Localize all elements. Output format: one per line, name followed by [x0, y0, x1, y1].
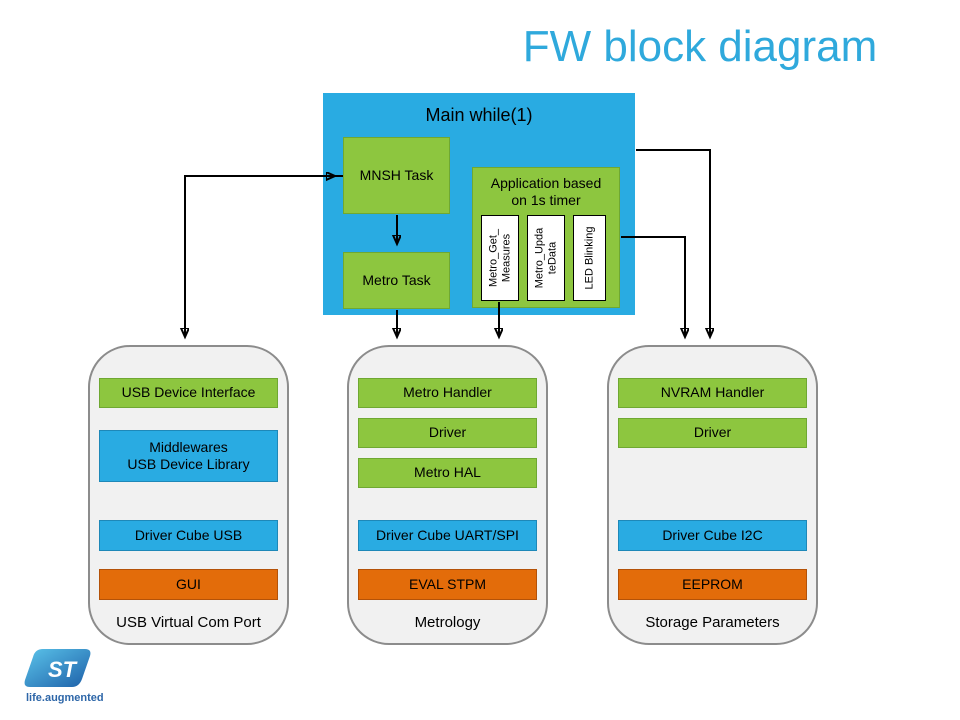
block-led-blinking: LED Blinking — [573, 215, 606, 301]
block-driver: Driver — [618, 418, 807, 448]
block-metro-task: Metro Task — [343, 252, 450, 309]
block-driver-cube-uart-spi: Driver Cube UART/SPI — [358, 520, 537, 551]
block-metro-hal: Metro HAL — [358, 458, 537, 488]
block-driver-cube-i2c: Driver Cube I2C — [618, 520, 807, 551]
arrow-mnsh-to-usb — [185, 175, 343, 336]
st-logo-text: ST — [48, 657, 78, 682]
block-eeprom: EEPROM — [618, 569, 807, 600]
page-title: FW block diagram — [522, 22, 878, 71]
app-timer-label: Application based on 1s timer — [490, 175, 602, 208]
arrow-mainbox-to-storage — [636, 149, 710, 336]
block-driver-cube-usb: Driver Cube USB — [99, 520, 278, 551]
block-nvram-handler: NVRAM Handler — [618, 378, 807, 408]
app-timer-box: Application based on 1s timer Metro_Get_… — [472, 167, 620, 308]
block-usb-device-interface: USB Device Interface — [99, 378, 278, 408]
main-while-label: Main while(1) — [425, 105, 533, 125]
container-storage-parameters: NVRAM Handler Driver Driver Cube I2C EEP… — [607, 345, 818, 645]
block-driver: Driver — [358, 418, 537, 448]
block-metro-handler: Metro Handler — [358, 378, 537, 408]
block-mnsh-task: MNSH Task — [343, 137, 450, 214]
vertical-label: Metro_Get_ Measures — [487, 228, 512, 288]
vertical-label: Metro_Upda teData — [533, 227, 558, 289]
vertical-label: LED Blinking — [583, 226, 596, 290]
container-label: Storage Parameters — [645, 614, 780, 631]
block-middlewares-usb-device-library: Middlewares USB Device Library — [99, 430, 278, 482]
st-logo: ST — [24, 649, 91, 687]
container-metrology: Metro Handler Driver Metro HAL Driver Cu… — [347, 345, 548, 645]
container-label: USB Virtual Com Port — [116, 614, 261, 631]
block-eval-stpm: EVAL STPM — [358, 569, 537, 600]
container-label: Metrology — [414, 614, 481, 631]
block-metro-get-measures: Metro_Get_ Measures — [481, 215, 519, 301]
container-usb-virtual-com-port: USB Device Interface Middlewares USB Dev… — [88, 345, 289, 645]
block-gui: GUI — [99, 569, 278, 600]
logo-tagline: life.augmented — [26, 692, 104, 704]
main-while-box: Main while(1) MNSH Task Metro Task Appli… — [323, 93, 635, 315]
block-metro-updatedata: Metro_Upda teData — [527, 215, 565, 301]
